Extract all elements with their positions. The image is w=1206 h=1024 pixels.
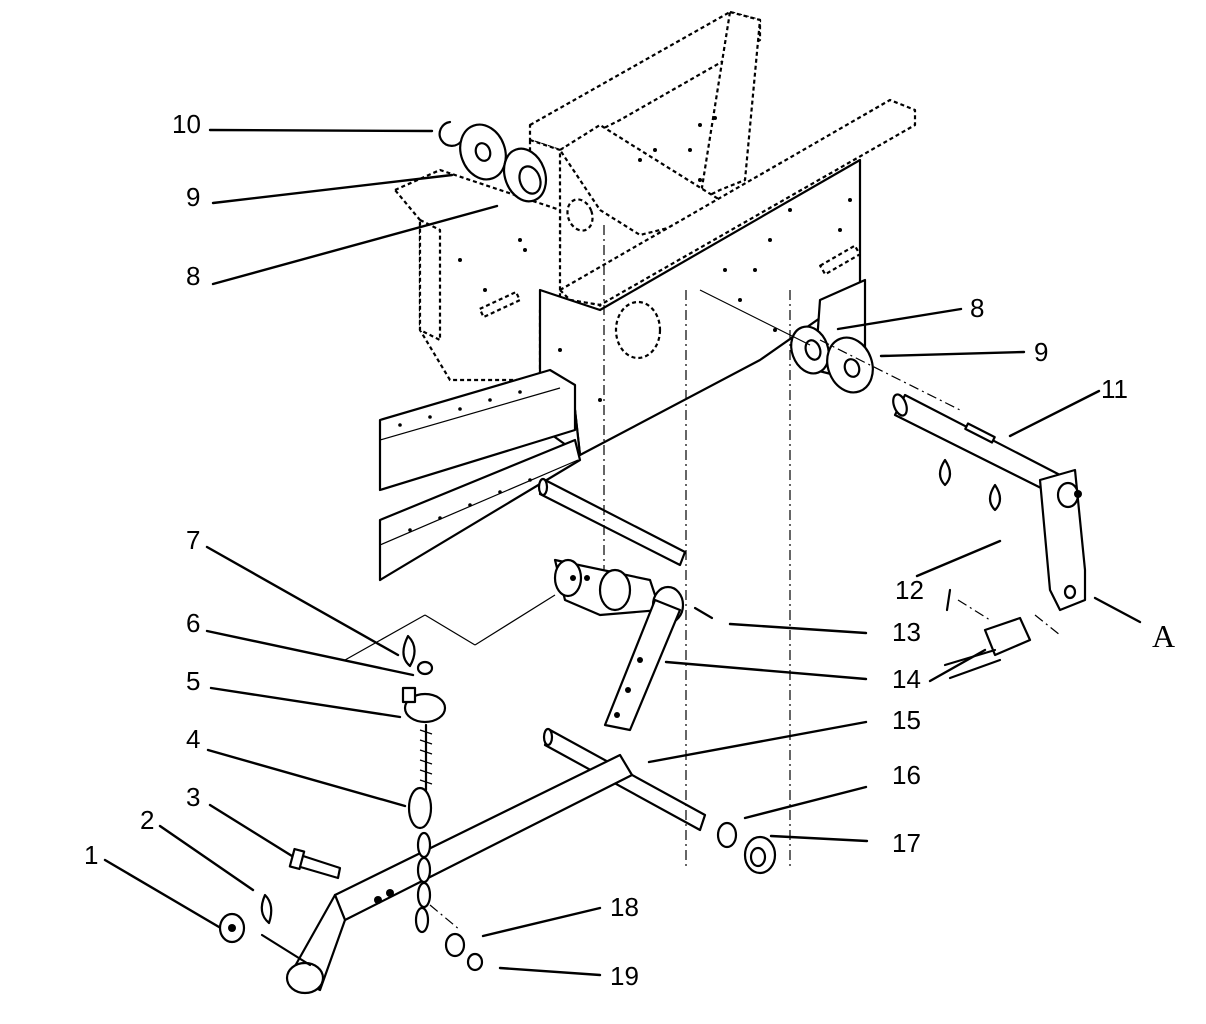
callout-11: 11	[1101, 374, 1128, 404]
callout-16: 16	[892, 760, 921, 790]
callout-13: 13	[892, 617, 921, 647]
chain-and-eyebolt	[401, 634, 447, 934]
center-lines	[344, 225, 1061, 931]
lift-link-assembly	[218, 727, 777, 995]
callout-14: 14	[892, 664, 921, 694]
callout-2: 2	[140, 805, 154, 835]
rockshaft-assembly-right	[790, 325, 1087, 680]
callout-8-upper: 8	[186, 261, 200, 291]
callout-4: 4	[186, 724, 200, 754]
callout-6: 6	[186, 608, 200, 638]
callout-3: 3	[186, 782, 200, 812]
callout-1: 1	[84, 840, 98, 870]
bushing-washer-clip-upper	[438, 120, 594, 232]
callout-labels: 10 9 8 8 9 11 12 A 7 6 5 4 3 2 1 13 14 1…	[84, 109, 1175, 991]
callout-18: 18	[610, 892, 639, 922]
callout-7: 7	[186, 525, 200, 555]
callout-leaders	[103, 128, 1142, 977]
tractor-frame	[378, 10, 917, 582]
lift-shaft-and-arm	[537, 477, 714, 732]
callout-A: A	[1152, 618, 1175, 654]
callout-8-right: 8	[970, 293, 984, 323]
callout-19: 19	[610, 961, 639, 991]
callout-17: 17	[892, 828, 921, 858]
callout-9-right: 9	[1034, 337, 1048, 367]
callout-5: 5	[186, 666, 200, 696]
callout-15: 15	[892, 705, 921, 735]
callout-9-upper: 9	[186, 182, 200, 212]
callout-12: 12	[895, 575, 924, 605]
callout-10: 10	[172, 109, 201, 139]
